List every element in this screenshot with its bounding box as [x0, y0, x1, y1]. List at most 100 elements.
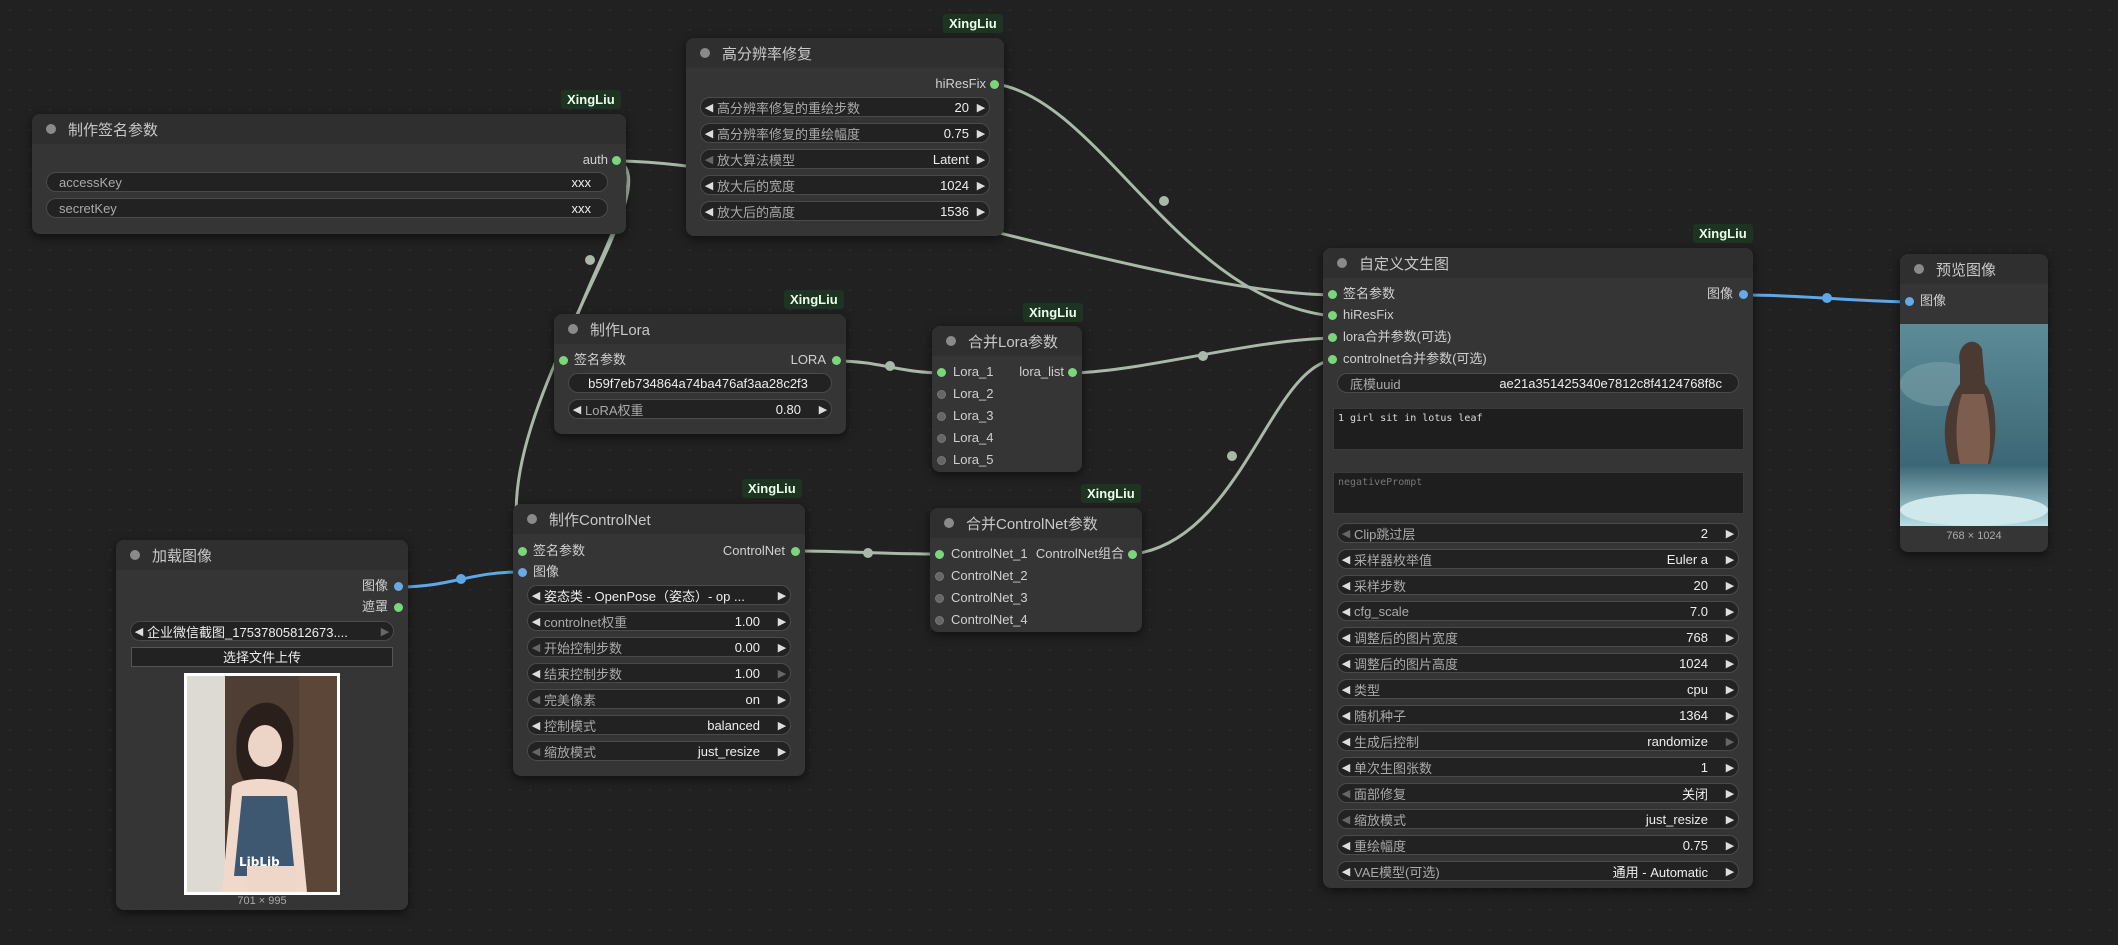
increment-arrow-icon[interactable]: ▶ — [976, 127, 986, 140]
lora-id-field[interactable]: b59f7eb734864a74ba476af3aa28c2f3 — [568, 373, 832, 393]
increment-arrow-icon[interactable]: ▶ — [1725, 631, 1735, 644]
increment-arrow-icon[interactable]: ▶ — [777, 589, 787, 602]
increment-arrow-icon[interactable]: ▶ — [1725, 839, 1735, 852]
input-port-controlnet-4[interactable] — [935, 616, 944, 625]
increment-arrow-icon[interactable]: ▶ — [1725, 709, 1735, 722]
input-port-lora-2[interactable] — [937, 390, 946, 399]
increment-arrow-icon[interactable]: ▶ — [777, 641, 787, 654]
widget-row[interactable]: ◀VAE模型(可选)通用 - Automatic▶ — [1337, 861, 1739, 881]
collapse-dot-icon[interactable] — [1337, 258, 1347, 268]
negative-prompt-textarea[interactable]: negativePrompt — [1333, 472, 1744, 514]
input-port-controlnet-1[interactable] — [935, 550, 944, 559]
increment-arrow-icon[interactable]: ▶ — [1725, 865, 1735, 878]
decrement-arrow-icon[interactable]: ◀ — [1341, 813, 1351, 826]
increment-arrow-icon[interactable]: ▶ — [818, 403, 828, 416]
upload-button[interactable]: 选择文件上传 — [131, 647, 393, 667]
decrement-arrow-icon[interactable]: ◀ — [1341, 631, 1351, 644]
decrement-arrow-icon[interactable]: ◀ — [531, 693, 541, 706]
increment-arrow-icon[interactable]: ▶ — [1725, 761, 1735, 774]
collapse-dot-icon[interactable] — [46, 124, 56, 134]
node-header[interactable]: 预览图像 — [1900, 254, 2048, 284]
output-port-image[interactable] — [1739, 290, 1748, 299]
increment-arrow-icon[interactable]: ▶ — [976, 179, 986, 192]
node-preview-image[interactable]: 预览图像 图像 768 × 1024 — [1900, 254, 2048, 552]
decrement-arrow-icon[interactable]: ◀ — [704, 101, 714, 114]
output-port-auth[interactable] — [612, 156, 621, 165]
node-make-controlnet[interactable]: 制作ControlNet 签名参数 图像 ControlNet ◀姿态类 - O… — [513, 504, 805, 776]
node-header[interactable]: 制作签名参数 — [32, 114, 626, 144]
decrement-arrow-icon[interactable]: ◀ — [531, 589, 541, 602]
collapse-dot-icon[interactable] — [946, 336, 956, 346]
output-port-controlnet[interactable] — [791, 547, 800, 556]
collapse-dot-icon[interactable] — [700, 48, 710, 58]
input-port-lora-4[interactable] — [937, 434, 946, 443]
decrement-arrow-icon[interactable]: ◀ — [531, 615, 541, 628]
decrement-arrow-icon[interactable]: ◀ — [1341, 787, 1351, 800]
decrement-arrow-icon[interactable]: ◀ — [572, 403, 582, 416]
node-custom-txt2img[interactable]: 自定义文生图 签名参数 hiResFix lora合并参数(可选) contro… — [1323, 248, 1753, 888]
collapse-dot-icon[interactable] — [944, 518, 954, 528]
prompt-textarea[interactable]: 1 girl sit in lotus leaf — [1333, 408, 1744, 450]
input-port-sign[interactable] — [559, 356, 568, 365]
decrement-arrow-icon[interactable]: ◀ — [1341, 839, 1351, 852]
node-header[interactable]: 合并Lora参数 — [932, 326, 1082, 356]
collapse-dot-icon[interactable] — [527, 514, 537, 524]
input-port-controlnet-3[interactable] — [935, 594, 944, 603]
node-header[interactable]: 合并ControlNet参数 — [930, 508, 1142, 538]
decrement-arrow-icon[interactable]: ◀ — [1341, 579, 1351, 592]
output-port-mask[interactable] — [394, 603, 403, 612]
output-port-controlnet-combo[interactable] — [1128, 550, 1137, 559]
collapse-dot-icon[interactable] — [1914, 264, 1924, 274]
increment-arrow-icon[interactable]: ▶ — [1725, 683, 1735, 696]
decrement-arrow-icon[interactable]: ◀ — [1341, 605, 1351, 618]
decrement-arrow-icon[interactable]: ◀ — [1341, 527, 1351, 540]
output-port-hiresfix[interactable] — [990, 80, 999, 89]
decrement-arrow-icon[interactable]: ◀ — [704, 179, 714, 192]
increment-arrow-icon[interactable]: ▶ — [976, 153, 986, 166]
node-header[interactable]: 制作Lora — [554, 314, 846, 344]
increment-arrow-icon[interactable]: ▶ — [976, 205, 986, 218]
collapse-dot-icon[interactable] — [568, 324, 578, 334]
decrement-arrow-icon[interactable]: ◀ — [531, 641, 541, 654]
widget-row[interactable]: ◀面部修复关闭▶ — [1337, 783, 1739, 803]
input-port-controlnet-merge[interactable] — [1328, 355, 1337, 364]
input-port-image[interactable] — [518, 568, 527, 577]
decrement-arrow-icon[interactable]: ◀ — [1341, 553, 1351, 566]
decrement-arrow-icon[interactable]: ◀ — [704, 153, 714, 166]
decrement-arrow-icon[interactable]: ◀ — [704, 127, 714, 140]
decrement-arrow-icon[interactable]: ◀ — [1341, 865, 1351, 878]
input-port-lora-3[interactable] — [937, 412, 946, 421]
node-make-lora[interactable]: 制作Lora 签名参数 LORA b59f7eb734864a74ba476af… — [554, 314, 846, 434]
node-header[interactable]: 自定义文生图 — [1323, 248, 1753, 278]
decrement-arrow-icon[interactable]: ◀ — [1341, 709, 1351, 722]
increment-arrow-icon[interactable]: ▶ — [1725, 553, 1735, 566]
input-port-image[interactable] — [1905, 297, 1914, 306]
increment-arrow-icon[interactable]: ▶ — [1725, 813, 1735, 826]
widget-preprocessor[interactable]: ◀姿态类 - OpenPose（姿态）- op ...▶ — [527, 585, 791, 605]
input-port-controlnet-2[interactable] — [935, 572, 944, 581]
decrement-arrow-icon[interactable]: ◀ — [1341, 735, 1351, 748]
